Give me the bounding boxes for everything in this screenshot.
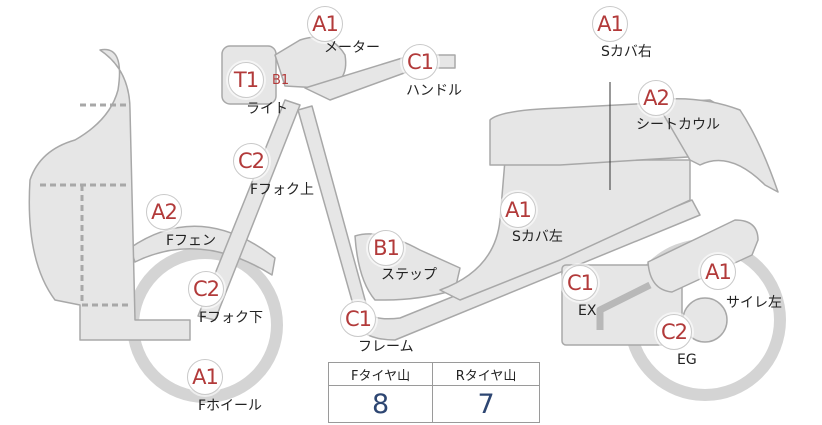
grade-handle: C1: [402, 44, 438, 80]
leg-shield-shape: [28, 48, 191, 341]
label-engine: EG: [677, 352, 697, 368]
label-exhaust: EX: [578, 303, 597, 319]
grade-engine: C2: [656, 314, 692, 350]
exhaust-pipe-shape: [596, 281, 652, 330]
label-light: ライト: [246, 101, 288, 117]
tire-rear-header: Rタイヤ山: [432, 362, 540, 386]
side-cover-shape: [439, 159, 691, 301]
grade-muffler-left: A1: [700, 254, 736, 290]
grade-light: T1: [228, 62, 264, 98]
grade-fork-lower: C2: [188, 271, 224, 307]
grade-exhaust: C1: [562, 265, 598, 301]
grade-seat-cowl: A2: [638, 80, 674, 116]
label-f-fender: Fフェン: [166, 233, 217, 249]
label-seat-cowl: シートカウル: [636, 117, 720, 133]
label-handle: ハンドル: [406, 83, 462, 99]
label-s-cover-right: Sカバ右: [601, 44, 652, 60]
label-step: ステップ: [381, 267, 437, 283]
grade-frame: C1: [340, 301, 376, 337]
grade-s-cover-left: A1: [500, 192, 536, 228]
tire-front-value: 8: [327, 385, 434, 423]
tire-front-header: Fタイヤ山: [327, 362, 434, 386]
label-meter: メーター: [324, 40, 380, 56]
label-s-cover-left: Sカバ左: [512, 229, 563, 245]
grade-light-extra: B1: [272, 73, 290, 88]
tire-tread-table: Fタイヤ山 Rタイヤ山 8 7: [327, 362, 540, 423]
grade-f-wheel: A1: [187, 359, 223, 395]
front-panel-dash: [40, 103, 130, 307]
grade-step: B1: [368, 230, 404, 266]
grade-fork-upper: C2: [233, 143, 269, 179]
label-muffler-left: サイレ左: [726, 295, 782, 311]
label-frame: フレーム: [358, 339, 414, 355]
muffler-shape: [647, 219, 759, 293]
seat-cowl-shape: [654, 98, 779, 193]
grade-f-fender: A2: [146, 194, 182, 230]
label-f-wheel: Fホイール: [198, 398, 263, 414]
grade-s-cover-right: A1: [592, 6, 628, 42]
fork-shape: [197, 99, 301, 321]
label-fork-upper: Fフォク上: [250, 182, 315, 198]
grade-meter: A1: [307, 6, 343, 42]
tire-rear-value: 7: [432, 385, 540, 423]
label-fork-lower: Fフォク下: [199, 310, 264, 326]
frame-tube-shape: [297, 105, 371, 323]
